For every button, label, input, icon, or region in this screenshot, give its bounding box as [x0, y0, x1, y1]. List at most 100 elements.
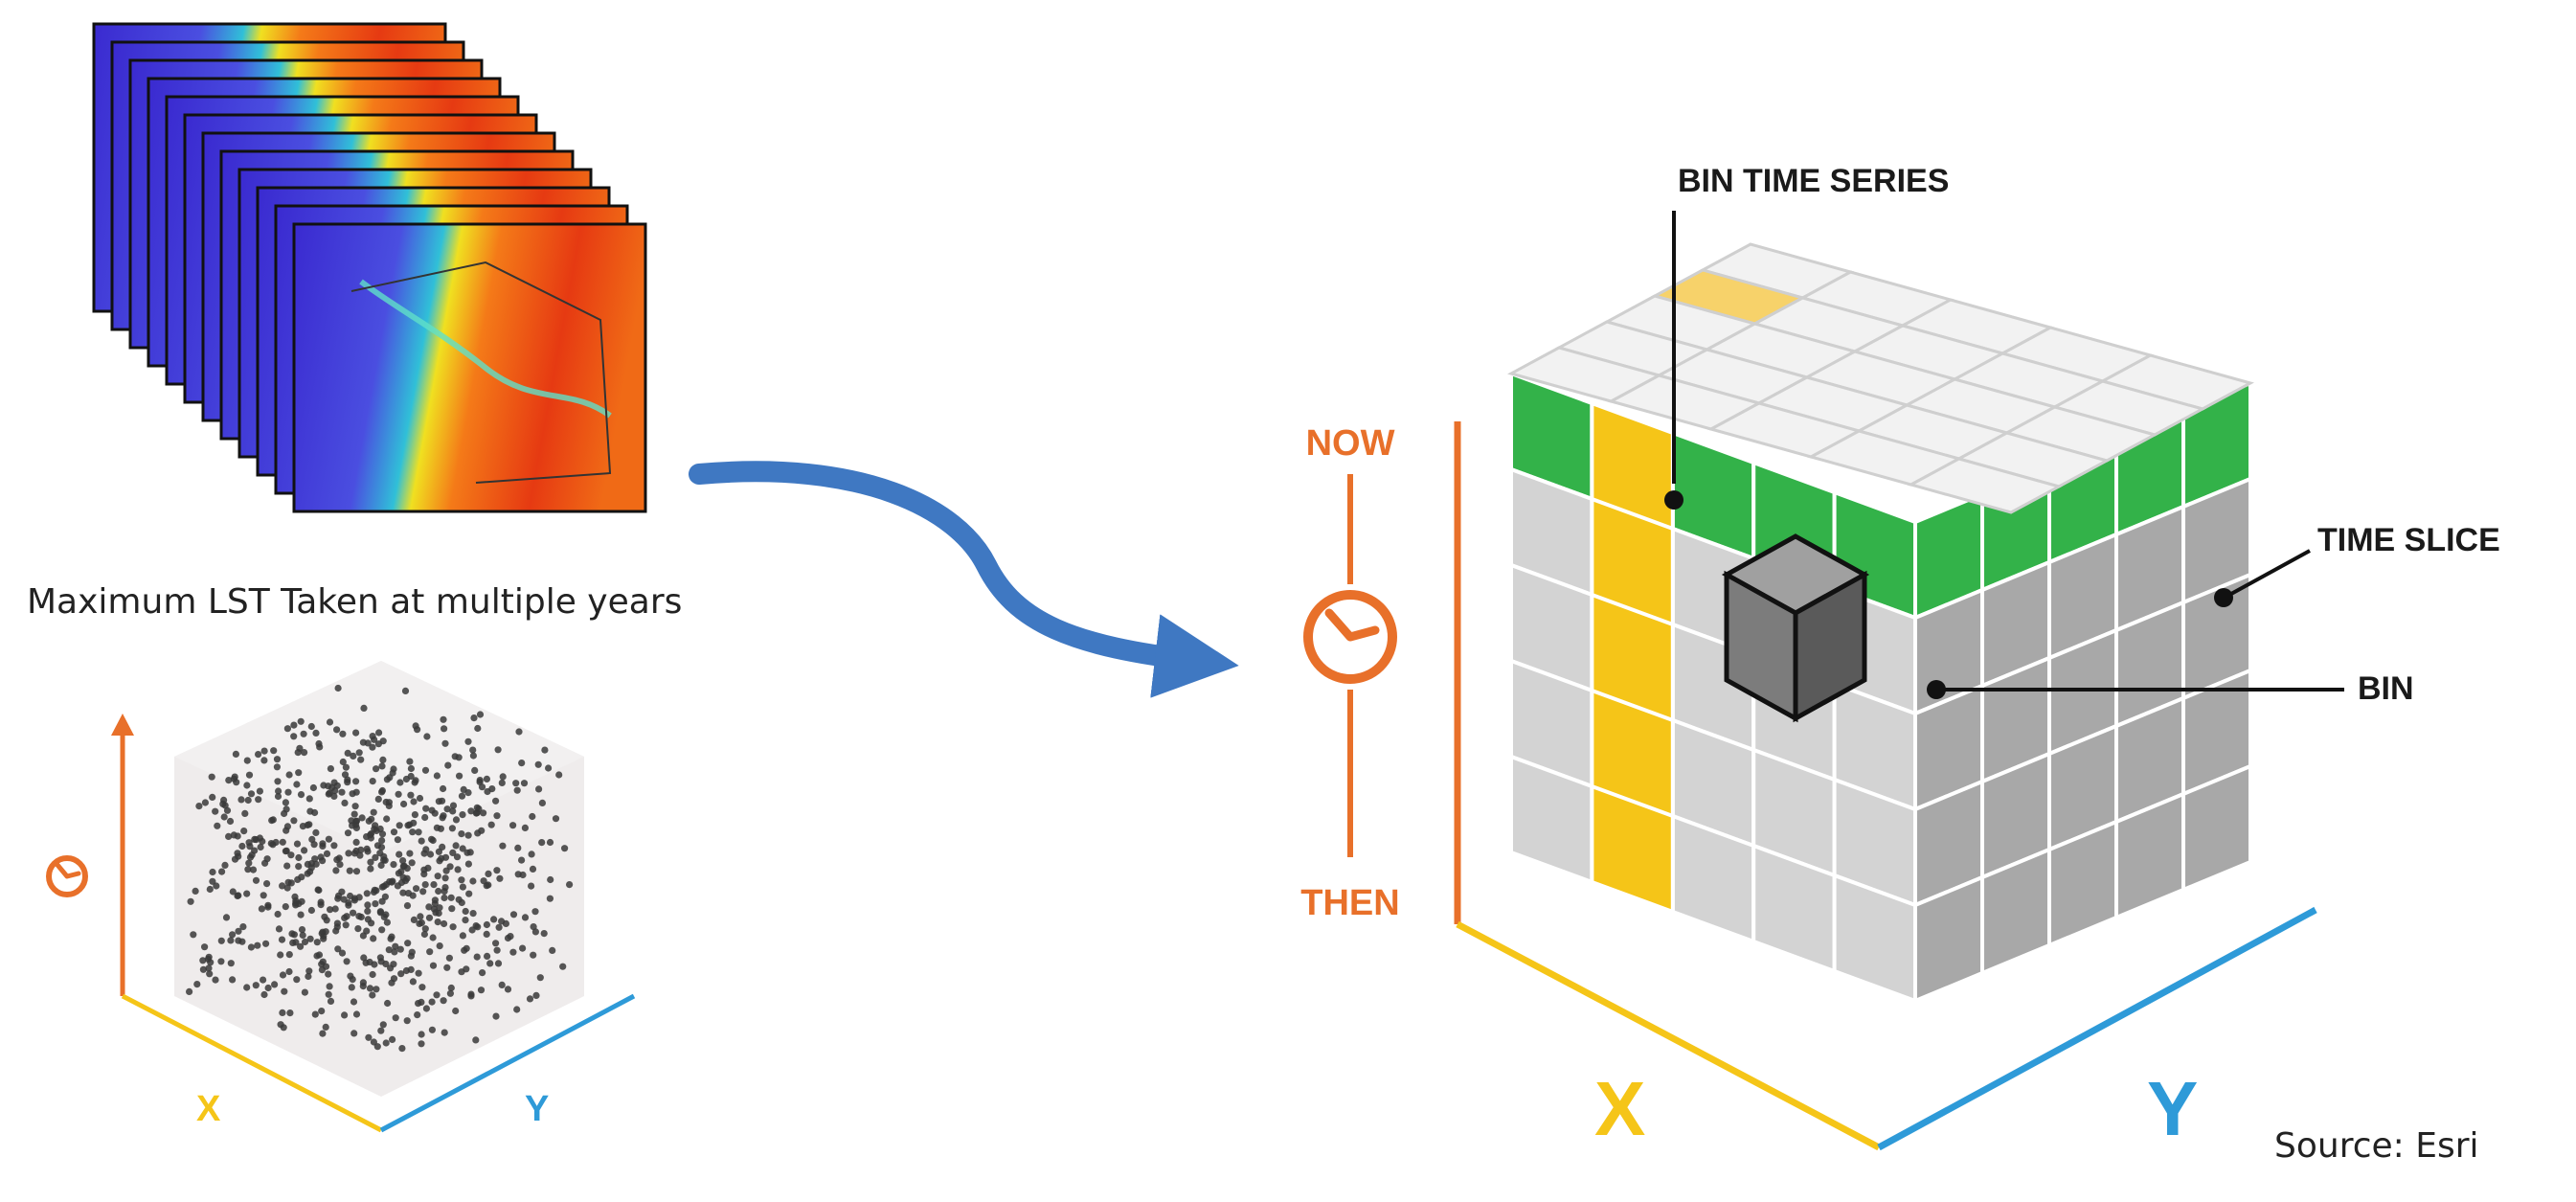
point-dot	[243, 890, 251, 897]
point-dot	[255, 796, 262, 804]
point-dot	[469, 752, 477, 760]
point-dot	[305, 967, 313, 975]
point-dot	[295, 769, 303, 777]
point-dot	[395, 822, 403, 829]
point-dot	[273, 763, 281, 771]
point-dot	[334, 895, 342, 902]
point-dot	[396, 779, 404, 786]
point-dot	[421, 881, 429, 889]
point-dot	[518, 760, 526, 767]
point-dot	[378, 762, 386, 770]
point-dot	[358, 814, 366, 822]
point-dot	[492, 940, 500, 947]
point-dot	[394, 836, 401, 844]
point-dot	[279, 971, 287, 979]
point-dot	[283, 884, 291, 892]
point-dot	[187, 897, 194, 905]
point-dot	[347, 892, 354, 900]
point-dot	[376, 908, 384, 916]
point-dot	[546, 838, 554, 847]
point-dot	[366, 958, 373, 966]
point-dot	[499, 773, 507, 781]
point-dot	[235, 892, 242, 899]
point-dot	[351, 803, 359, 810]
point-dot	[399, 857, 407, 865]
point-dot	[282, 805, 290, 813]
point-dot	[319, 842, 327, 850]
point-dot	[217, 958, 225, 965]
point-dot	[492, 1012, 500, 1020]
point-dot	[452, 842, 460, 850]
column-divider	[1591, 689, 1674, 722]
point-dot	[370, 808, 377, 816]
point-dot	[201, 943, 209, 951]
bin-dot	[1927, 680, 1946, 699]
point-dot	[422, 846, 430, 853]
point-dot	[225, 777, 233, 784]
point-dot	[285, 967, 293, 976]
point-dot	[444, 761, 452, 769]
point-dot	[425, 914, 434, 921]
point-dot	[471, 766, 479, 775]
point-dot	[418, 984, 426, 991]
point-dot	[443, 805, 451, 813]
point-dot	[350, 909, 357, 917]
time-slice-dot	[2214, 588, 2233, 607]
point-dot	[448, 905, 456, 913]
point-dot	[418, 998, 425, 1006]
point-dot	[208, 773, 215, 781]
point-dot	[219, 800, 227, 808]
point-dot	[459, 883, 466, 891]
point-dot	[341, 771, 350, 779]
point-dot	[474, 829, 482, 837]
point-dot	[446, 989, 454, 997]
small-x-axis	[121, 993, 383, 1133]
point-dot	[245, 771, 254, 779]
point-dot	[283, 862, 291, 870]
point-dot	[368, 815, 375, 823]
point-dot	[305, 795, 313, 803]
point-dot	[330, 842, 338, 850]
point-dot	[513, 786, 521, 794]
point-dot	[313, 939, 321, 946]
point-dot	[566, 881, 574, 889]
point-dot	[304, 870, 311, 877]
point-dot	[217, 937, 225, 944]
point-dot	[381, 893, 389, 900]
point-cloud-cube	[174, 661, 584, 1097]
point-dot	[227, 960, 235, 967]
point-dot	[238, 938, 246, 945]
point-dot	[465, 890, 473, 897]
point-dot	[373, 1043, 381, 1051]
point-dot	[352, 1010, 361, 1018]
point-dot	[325, 782, 332, 790]
point-dot	[298, 897, 305, 905]
point-dot	[375, 729, 383, 737]
point-dot	[498, 981, 506, 988]
point-dot	[528, 882, 535, 890]
point-dot	[478, 783, 486, 791]
point-dot	[439, 797, 446, 805]
point-dot	[331, 787, 339, 795]
point-dot	[186, 987, 193, 995]
point-dot	[449, 849, 457, 857]
point-dot	[294, 749, 302, 757]
point-dot	[308, 835, 316, 844]
point-dot	[271, 981, 279, 988]
point-dot	[256, 787, 263, 795]
point-dot	[334, 684, 342, 692]
time-slice-leader	[2230, 549, 2311, 596]
point-dot	[476, 711, 485, 718]
point-dot	[496, 874, 504, 882]
point-dot	[440, 812, 447, 820]
point-dot	[380, 913, 388, 921]
point-dot	[345, 850, 352, 857]
point-dot	[338, 788, 346, 796]
point-dot	[418, 919, 425, 927]
small-y-axis	[379, 993, 636, 1133]
point-dot	[282, 848, 289, 855]
point-dot	[385, 946, 393, 954]
point-dot	[307, 722, 315, 731]
point-dot	[412, 777, 419, 784]
flow-arrow	[689, 461, 1239, 698]
